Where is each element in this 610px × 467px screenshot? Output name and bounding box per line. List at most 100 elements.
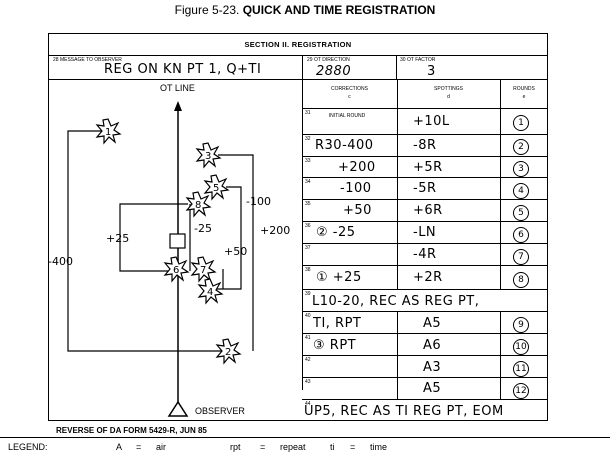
bracket-100 (213, 186, 242, 290)
row-divider (302, 289, 548, 290)
figure-number: Figure 5-23. (174, 3, 240, 17)
round-number: 11 (513, 361, 529, 377)
spotting-cell: A5 (423, 381, 442, 396)
bracket-200 (218, 154, 254, 351)
ot-line-label: OT LINE (160, 83, 195, 93)
burst-label: 4 (207, 287, 213, 298)
spotting-cell: A5 (423, 316, 442, 331)
dimension-label: +25 (106, 232, 129, 245)
row-divider (302, 265, 548, 266)
section-title: SECTION II. REGISTRATION (244, 40, 352, 49)
row-number: 36 (305, 223, 311, 229)
row-divider (302, 243, 548, 244)
spotting-cell: -5R (413, 181, 437, 196)
correction-cell: TI, RPT (313, 316, 362, 331)
column-divider (396, 55, 397, 79)
row-divider (302, 377, 548, 378)
burst-label: 3 (205, 151, 211, 162)
spotting-cell: A3 (423, 360, 442, 375)
correction-cell: UP5, REC AS TI REG PT, EOM (304, 404, 504, 419)
ot-direction-label: 29 OT DIRECTION (307, 57, 350, 63)
figure-title: Figure 5-23. QUICK AND TIME REGISTRATION (0, 3, 610, 17)
row-divider (302, 134, 548, 135)
bracket-25 (119, 203, 188, 272)
spotting-cell: -8R (413, 138, 437, 153)
divider (48, 55, 548, 56)
legend-abbr: ti (330, 442, 335, 452)
legend-eq: = (350, 442, 356, 452)
spotting-cell: +10L (413, 114, 450, 129)
spotting-cell: +6R (413, 203, 443, 218)
correction-cell: ③ RPT (313, 338, 357, 353)
column-divider (500, 79, 501, 290)
burst-label: 7 (200, 265, 206, 276)
dimension-label: -25 (194, 222, 212, 235)
correction-cell: +50 (343, 203, 372, 218)
row-divider (302, 177, 548, 178)
row-divider (302, 399, 548, 400)
spottings-header: SPOTTINGS (434, 86, 463, 92)
legend-title: LEGEND: (8, 442, 48, 452)
dimension-label: -400 (48, 255, 73, 268)
row-number: 42 (305, 357, 311, 363)
ot-direction-value: 2880 (316, 64, 352, 79)
figure-title-text: QUICK AND TIME REGISTRATION (242, 3, 436, 17)
corrections-subheader: c (348, 94, 351, 100)
round-number: 6 (513, 227, 529, 243)
row-number: 44 (305, 401, 311, 407)
row-number: 37 (305, 245, 311, 251)
legend-meaning: air (156, 442, 167, 452)
round-number: 3 (513, 161, 529, 177)
dimension-label: +200 (260, 224, 290, 237)
row-divider (302, 199, 548, 200)
row-number: 33 (305, 158, 311, 164)
correction-cell: L10-20, REC AS REG PT, (312, 294, 480, 309)
burst-label: 6 (173, 265, 179, 276)
message-label: 28 MESSAGE TO OBSERVER (53, 57, 122, 63)
legend-eq: = (260, 442, 266, 452)
column-divider (397, 79, 398, 290)
registration-form (48, 33, 548, 421)
spotting-cell: +5R (413, 160, 443, 175)
spotting-cell: -LN (413, 225, 437, 240)
correction-cell: +200 (338, 160, 376, 175)
round-number: 2 (513, 139, 529, 155)
registration-point-square (169, 233, 186, 249)
registration-diagram: 1 3 5 8 6 7 4 2 -400 +25 -100 +200 -25 +… (48, 101, 290, 417)
round-number: 7 (513, 249, 529, 265)
round-number: 9 (513, 317, 529, 333)
dimension-label: +50 (224, 245, 247, 258)
legend-meaning: repeat (280, 442, 306, 452)
spottings-subheader: d (447, 94, 450, 100)
row-number: 32 (305, 136, 311, 142)
round-number: 4 (513, 183, 529, 199)
ot-factor-label: 30 OT FACTOR (400, 57, 436, 63)
row-number: 41 (305, 335, 311, 341)
divider (48, 79, 548, 80)
row-divider (302, 221, 548, 222)
spotting-cell: A6 (423, 338, 442, 353)
correction-cell: -100 (340, 181, 372, 196)
row-divider (302, 333, 548, 334)
burst-label: 5 (213, 183, 219, 194)
correction-cell: ② -25 (316, 225, 356, 240)
row-number: 35 (305, 201, 311, 207)
ot-line-arrowhead (174, 101, 182, 111)
legend-abbr: A (116, 442, 123, 452)
legend-eq: = (136, 442, 142, 452)
column-divider (302, 55, 303, 390)
burst-label: 8 (195, 200, 201, 211)
round-number: 1 (513, 115, 529, 131)
row-number: 34 (305, 179, 311, 185)
round-number: 8 (513, 272, 529, 288)
row-number: 38 (305, 267, 311, 273)
round-number: 12 (513, 383, 529, 399)
message-value: REG ON KN PT 1, Q+TI (104, 62, 262, 77)
corrections-header: CORRECTIONS (331, 86, 368, 92)
burst-label: 1 (105, 127, 111, 138)
observer-label: OBSERVER (195, 406, 245, 416)
correction-cell: R30-400 (315, 138, 374, 153)
row-number: 31 (305, 110, 311, 116)
ot-factor-value: 3 (427, 64, 436, 79)
correction-cell: ① +25 (316, 270, 362, 285)
